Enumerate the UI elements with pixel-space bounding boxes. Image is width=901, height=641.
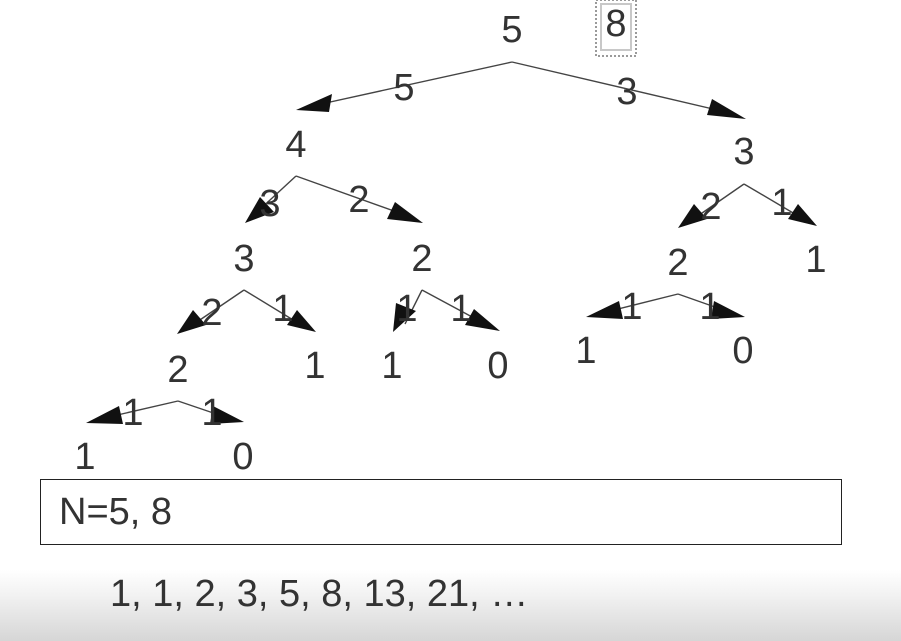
tree-node: 1: [74, 436, 95, 478]
tree-node: 1: [575, 330, 596, 372]
arrowhead-m2-right: [465, 309, 500, 331]
tree-node: 3: [733, 131, 754, 173]
edge-label: 3: [616, 71, 637, 113]
arrowhead-root-right: [707, 99, 746, 119]
edge-4-right: [295, 175, 409, 217]
n-value-box: N=5, 8: [40, 479, 842, 545]
arrowhead-r3-right: [788, 204, 817, 226]
edge-root-left: [311, 61, 513, 107]
tree-node: 2: [167, 349, 188, 391]
n-value-text: N=5, 8: [59, 491, 173, 533]
tree-node: 2: [667, 242, 688, 284]
tree-node: 4: [285, 124, 306, 166]
arrowhead-4-left: [245, 197, 274, 223]
tree-node: 2: [411, 238, 432, 280]
edge-label: 1: [122, 392, 143, 434]
edge-label: 1: [621, 286, 642, 328]
tree-node: 1: [304, 345, 325, 387]
edge-label: 3: [259, 183, 280, 225]
tree-node: 0: [487, 345, 508, 387]
arrowhead-r2-left: [586, 301, 623, 319]
tree-nodes: 5 4 3 3 2 2 1 2 1 1 0 1 0 1 0: [74, 9, 826, 478]
edge-label: 5: [393, 67, 414, 109]
arrowhead-b2-right: [210, 406, 244, 424]
tree-node: 1: [805, 239, 826, 281]
arrowhead-m2-left: [393, 303, 416, 332]
edge-labels: 5 3 3 2 2 1 2 1 1 1 1 1 1 1: [122, 67, 792, 434]
edge-label: 1: [272, 288, 293, 330]
tree-edges: [99, 61, 806, 420]
edge-label: 1: [396, 288, 417, 330]
result-badge: 8: [595, 0, 637, 57]
bottom-gradient: [0, 570, 901, 641]
edge-label: 2: [201, 292, 222, 334]
edge-label: 2: [348, 179, 369, 221]
edge-label: 2: [700, 186, 721, 228]
root-node: 5: [501, 9, 522, 51]
result-badge-value: 8: [605, 3, 626, 45]
edge-label: 1: [699, 286, 720, 328]
arrowhead-r3-left: [678, 204, 707, 228]
tree-node: 0: [732, 330, 753, 372]
fibonacci-sequence: 1, 1, 2, 3, 5, 8, 13, 21, …: [110, 573, 529, 615]
edge-label: 1: [771, 182, 792, 224]
arrowhead-l3-left: [177, 310, 206, 334]
arrowhead-r2-right: [711, 301, 745, 319]
arrowhead-l3-right: [287, 310, 316, 332]
arrowhead-root-left: [296, 94, 332, 112]
tree-arrowheads: [86, 94, 817, 424]
edge-root-right: [511, 61, 731, 114]
tree-node: 3: [233, 238, 254, 280]
tree-node: 1: [381, 345, 402, 387]
arrowhead-4-right: [387, 202, 423, 223]
arrowhead-b2-left: [86, 406, 123, 424]
tree-node: 0: [232, 436, 253, 478]
edge-label: 1: [450, 288, 471, 330]
edge-label: 1: [201, 392, 222, 434]
